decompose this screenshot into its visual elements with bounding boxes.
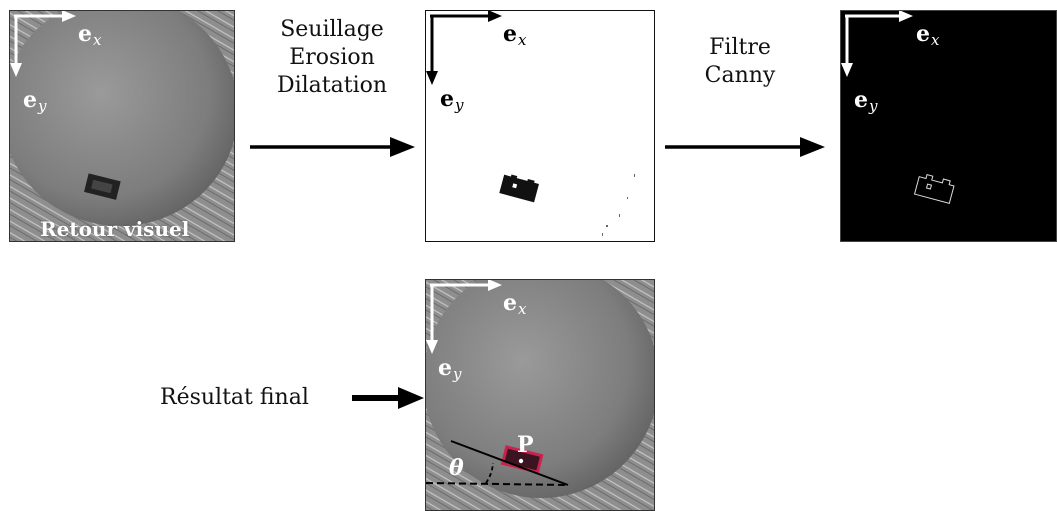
axis-label-ex: ex — [78, 21, 102, 49]
frame-axes-arrows — [841, 11, 913, 77]
step1-label: Seuillage Erosion Dilatation — [262, 16, 402, 100]
canny-image — [913, 174, 955, 204]
step2-line1: Filtre — [709, 35, 771, 60]
angle-theta-label: θ — [449, 455, 464, 481]
axis-label-ex: ex — [503, 290, 527, 318]
final-image-panel: ex ey P θ — [425, 279, 655, 511]
axis-label-ey: ey — [438, 355, 462, 383]
axis-label-ey: ey — [854, 87, 878, 115]
axis-label-ex: ex — [503, 21, 527, 49]
threshold-image — [499, 174, 635, 236]
step1-line1: Seuillage — [280, 17, 384, 42]
threshold-image-panel: ex ey — [425, 10, 655, 242]
step1-line3: Dilatation — [276, 73, 388, 98]
frame-axes-arrows — [10, 11, 76, 77]
frame-axes-arrows — [426, 280, 502, 354]
final-image — [426, 280, 654, 510]
step1-line2: Erosion — [289, 45, 375, 70]
final-arrow — [352, 387, 424, 409]
axis-label-ey: ey — [23, 87, 47, 115]
image-caption: Retour visuel — [40, 217, 190, 241]
canny-image-panel: ex ey — [840, 10, 1057, 242]
step2-arrow — [665, 137, 825, 157]
step2-line2: Canny — [704, 63, 776, 88]
original-image — [10, 11, 234, 241]
original-image-panel: ex ey Retour visuel — [9, 10, 235, 242]
point-p-label: P — [517, 432, 534, 458]
axis-label-ex: ex — [916, 21, 940, 49]
final-result-label: Résultat final — [160, 385, 309, 410]
frame-axes-arrows — [426, 11, 502, 85]
step1-arrow — [250, 137, 415, 157]
step2-label: Filtre Canny — [685, 34, 795, 90]
axis-label-ey: ey — [440, 86, 464, 114]
